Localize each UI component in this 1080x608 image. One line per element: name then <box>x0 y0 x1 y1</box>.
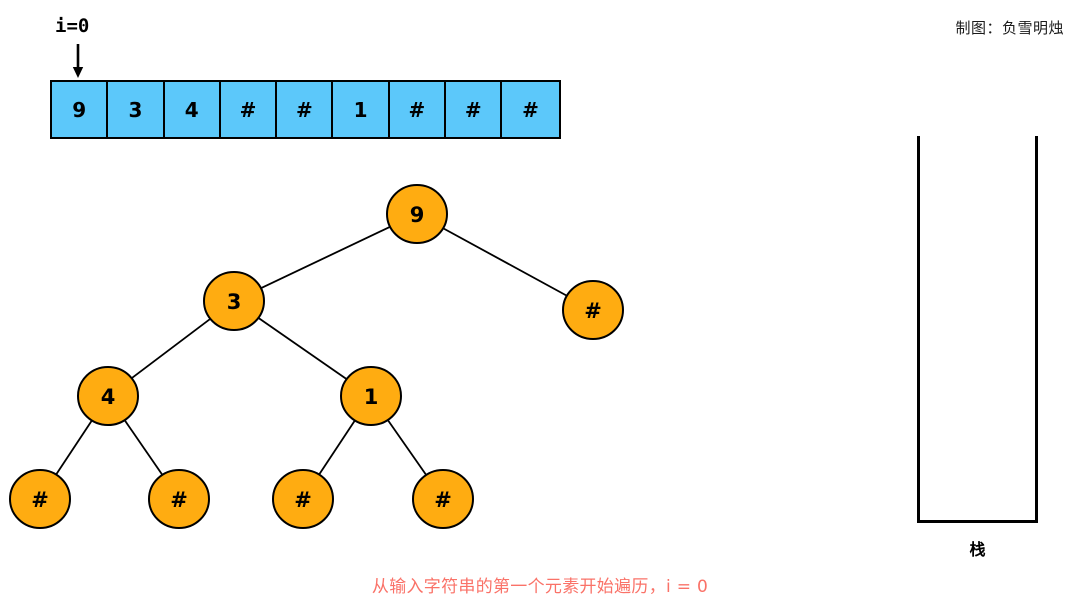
tree-edge <box>387 419 427 476</box>
tree-node-shape <box>412 469 474 529</box>
tree-node-shape <box>340 366 402 426</box>
stack-container[interactable] <box>917 136 1038 523</box>
array-cell[interactable]: 3 <box>108 82 165 137</box>
tree-node-shape <box>562 280 624 340</box>
tree-edge <box>55 419 93 476</box>
tree-node[interactable]: # <box>148 469 210 529</box>
tree-node[interactable]: # <box>562 280 624 340</box>
array-cell[interactable]: # <box>502 82 559 137</box>
array-cell[interactable]: 1 <box>333 82 390 137</box>
tree-node[interactable]: # <box>272 469 334 529</box>
index-pointer-label: i=0 <box>55 15 90 37</box>
tree-node-label: 3 <box>227 290 242 314</box>
tree-edge <box>131 318 211 379</box>
tree-node[interactable]: 3 <box>203 271 265 331</box>
tree-node[interactable]: 9 <box>386 184 448 244</box>
tree-node-shape <box>148 469 210 529</box>
array-cell[interactable]: # <box>389 82 447 137</box>
tree-edge <box>442 227 568 297</box>
tree-edge-layer <box>55 225 568 476</box>
tree-node[interactable]: 1 <box>340 366 402 426</box>
tree-node-label: # <box>294 488 312 512</box>
array-cell[interactable]: 9 <box>52 82 109 137</box>
array-cell[interactable]: # <box>446 82 503 137</box>
tree-node[interactable]: # <box>9 469 71 529</box>
tree-node-shape <box>9 469 71 529</box>
array-cell[interactable]: 4 <box>164 82 221 137</box>
tree-node-shape <box>386 184 448 244</box>
tree-node-label: # <box>584 299 602 323</box>
tree-node-label: # <box>31 488 49 512</box>
tree-edge <box>257 317 348 380</box>
step-caption: 从输入字符串的第一个元素开始遍历，i = 0 <box>371 577 709 597</box>
tree-node-label: 9 <box>410 203 425 227</box>
array-cell[interactable]: # <box>277 82 334 137</box>
tree-node-label: 1 <box>364 385 379 409</box>
tree-edge <box>123 419 164 476</box>
tree-edge <box>318 419 356 476</box>
tree-edge <box>260 225 391 290</box>
tree-node-label: # <box>170 488 188 512</box>
array-cell[interactable]: # <box>220 82 278 137</box>
tree-node-label: # <box>434 488 452 512</box>
tree-node-label: 4 <box>101 385 116 409</box>
down-arrow-icon <box>72 44 84 78</box>
tree-node[interactable]: # <box>412 469 474 529</box>
tree-node-shape <box>203 271 265 331</box>
tree-node[interactable]: 4 <box>77 366 139 426</box>
tree-node-layer: 9 3 #4 1 # # # # <box>9 184 624 529</box>
author-credit: 制图：负雪明烛 <box>955 19 1064 37</box>
tree-node-shape <box>272 469 334 529</box>
tree-node-shape <box>77 366 139 426</box>
stack-label: 栈 <box>969 540 986 559</box>
